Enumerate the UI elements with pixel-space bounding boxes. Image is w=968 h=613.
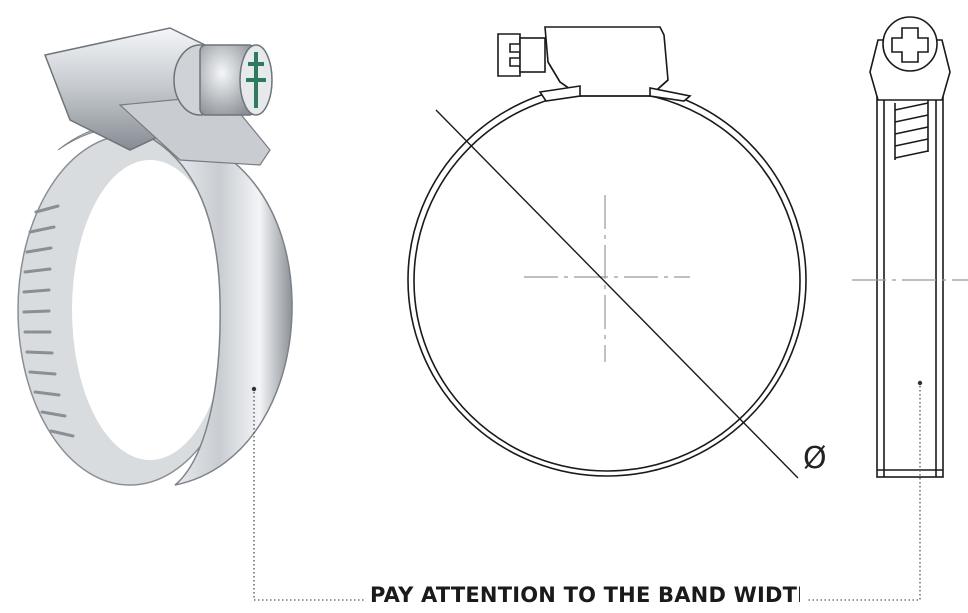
- clamp-side-view: [869, 16, 951, 478]
- diameter-line: [435, 109, 799, 479]
- front-view-housing: [544, 26, 669, 97]
- band-inner-hole: [72, 160, 228, 460]
- front-view-centerlines: [524, 195, 690, 362]
- band-width-caption: PAY ATTENTION TO THE BAND WIDTH: [370, 583, 800, 607]
- clamp-photo: [17, 27, 293, 486]
- diameter-symbol: Ø: [803, 441, 827, 476]
- side-band-marker-dot: [917, 380, 923, 386]
- band-perforations: [22, 204, 75, 438]
- screw-head-icon: [173, 44, 273, 116]
- front-view-screw: [497, 33, 546, 77]
- band-marker-dot: [251, 386, 257, 392]
- front-view-inner-ring: [413, 90, 801, 472]
- band-width-leaders: [253, 386, 921, 601]
- clamp-front-view: [407, 26, 807, 477]
- band-front: [129, 127, 293, 486]
- side-view-band: [876, 71, 944, 478]
- side-view-thread: [894, 100, 929, 160]
